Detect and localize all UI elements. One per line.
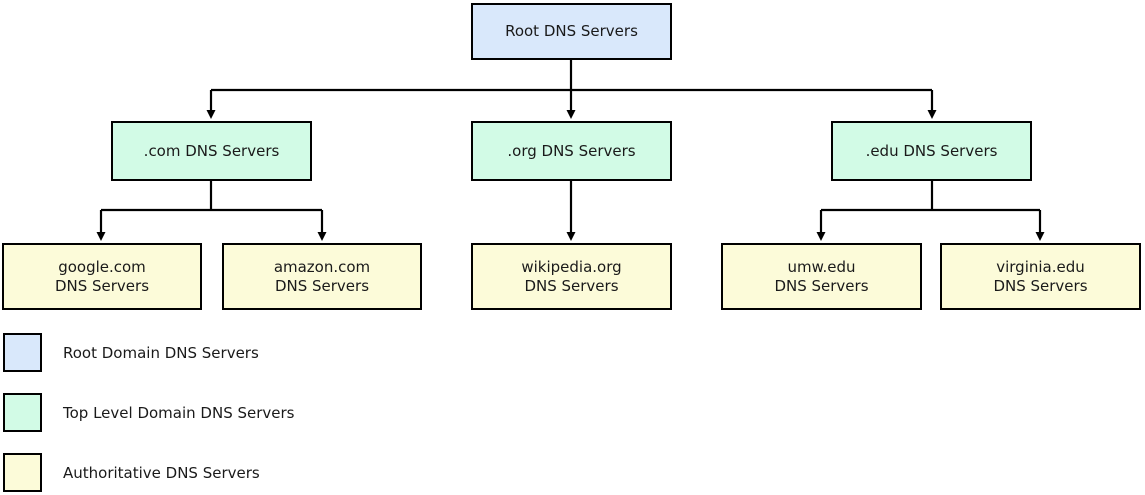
node-amazon-com-dns-servers[interactable]: amazon.com DNS Servers: [222, 243, 422, 310]
legend-swatch-root-domain: [3, 333, 42, 372]
node-wikipedia-org-dns-servers[interactable]: wikipedia.org DNS Servers: [471, 243, 672, 310]
edge-edu-to-authoritative: [816, 181, 1045, 241]
legend-label-authoritative: Authoritative DNS Servers: [63, 463, 260, 482]
node-virginia-edu-dns-servers[interactable]: virginia.edu DNS Servers: [940, 243, 1141, 310]
node-root-dns-servers[interactable]: Root DNS Servers: [471, 3, 672, 60]
legend-label-root-domain: Root Domain DNS Servers: [63, 343, 259, 362]
legend-label-top-level-domain: Top Level Domain DNS Servers: [63, 403, 295, 422]
edge-root-to-tlds: [206, 60, 937, 119]
node-com-dns-servers[interactable]: .com DNS Servers: [111, 121, 312, 181]
edge-com-to-authoritative: [96, 181, 327, 241]
legend-swatch-authoritative: [3, 453, 42, 492]
node-edu-dns-servers[interactable]: .edu DNS Servers: [831, 121, 1032, 181]
node-umw-edu-dns-servers[interactable]: umw.edu DNS Servers: [721, 243, 922, 310]
legend-swatch-top-level-domain: [3, 393, 42, 432]
node-google-com-dns-servers[interactable]: google.com DNS Servers: [2, 243, 202, 310]
node-org-dns-servers[interactable]: .org DNS Servers: [471, 121, 672, 181]
